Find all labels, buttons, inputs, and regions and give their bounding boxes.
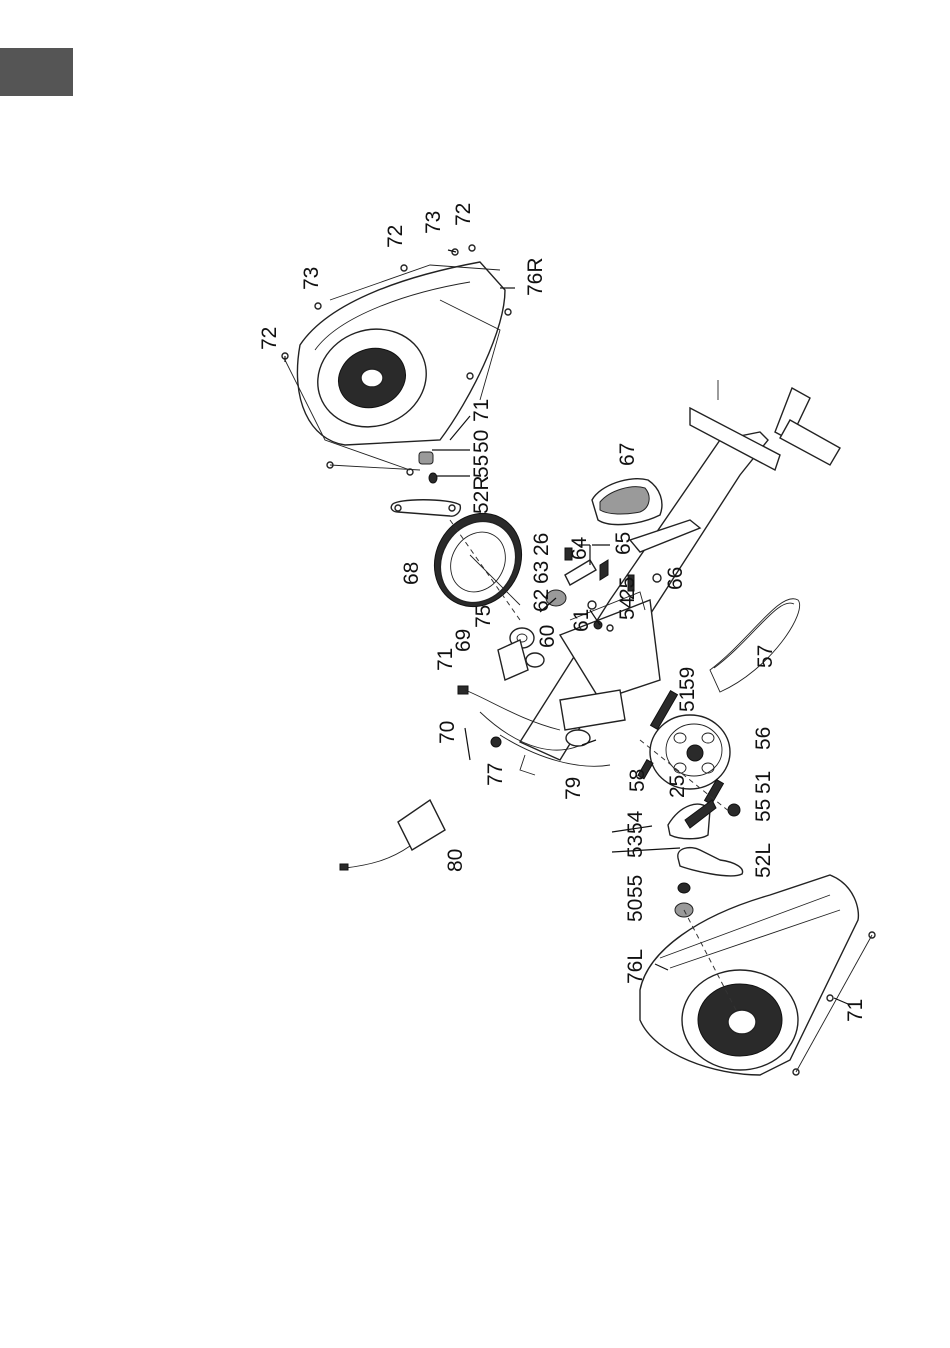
label-56: 56 bbox=[752, 727, 775, 750]
label-70: 70 bbox=[436, 721, 459, 744]
label-59: 59 bbox=[676, 667, 699, 690]
left-cover-76L bbox=[640, 875, 875, 1075]
flywheel-68 bbox=[418, 497, 539, 622]
label-72a: 72 bbox=[258, 327, 281, 350]
label-54b: 54 bbox=[624, 810, 647, 834]
label-62: 62 bbox=[530, 589, 553, 612]
label-25a: 25 bbox=[616, 577, 639, 600]
label-71a: 71 bbox=[470, 399, 493, 422]
belt-pulley-56 bbox=[650, 715, 730, 789]
label-52R: 52R bbox=[470, 475, 493, 514]
label-55a: 55 bbox=[470, 455, 493, 478]
label-66: 66 bbox=[664, 567, 687, 590]
label-64: 64 bbox=[568, 536, 591, 560]
label-51a: 51 bbox=[676, 689, 699, 712]
label-75: 75 bbox=[472, 605, 495, 628]
label-51b: 51 bbox=[752, 771, 775, 794]
label-77: 77 bbox=[484, 763, 507, 786]
label-76L: 76L bbox=[624, 949, 647, 984]
label-73b: 73 bbox=[422, 211, 445, 234]
label-72c: 72 bbox=[452, 203, 475, 226]
label-72b: 72 bbox=[384, 225, 407, 248]
power-adapter-80 bbox=[340, 800, 445, 870]
label-50a: 50 bbox=[470, 430, 493, 453]
label-26a: 26 bbox=[530, 533, 553, 556]
label-52L: 52L bbox=[752, 843, 775, 878]
label-61: 61 bbox=[570, 609, 593, 632]
label-76R: 76R bbox=[524, 257, 547, 296]
label-67: 67 bbox=[616, 443, 639, 466]
label-73a: 73 bbox=[300, 267, 323, 290]
console-67 bbox=[592, 479, 662, 525]
label-80: 80 bbox=[444, 849, 467, 872]
label-58: 58 bbox=[626, 769, 649, 792]
label-68: 68 bbox=[400, 562, 423, 585]
label-71c: 71 bbox=[844, 999, 867, 1022]
crank-52R bbox=[391, 452, 460, 516]
label-50b: 50 bbox=[624, 899, 647, 922]
label-53: 53 bbox=[624, 835, 647, 858]
label-60: 60 bbox=[536, 625, 559, 648]
label-55b: 55 bbox=[752, 799, 775, 822]
label-55c: 55 bbox=[624, 875, 647, 898]
label-65: 65 bbox=[612, 532, 635, 555]
crank-52L bbox=[668, 800, 743, 917]
label-57: 57 bbox=[754, 645, 777, 668]
label-25b: 25 bbox=[666, 775, 689, 798]
label-63: 63 bbox=[530, 561, 553, 584]
label-79: 79 bbox=[562, 777, 585, 800]
label-71b: 71 bbox=[434, 648, 457, 671]
